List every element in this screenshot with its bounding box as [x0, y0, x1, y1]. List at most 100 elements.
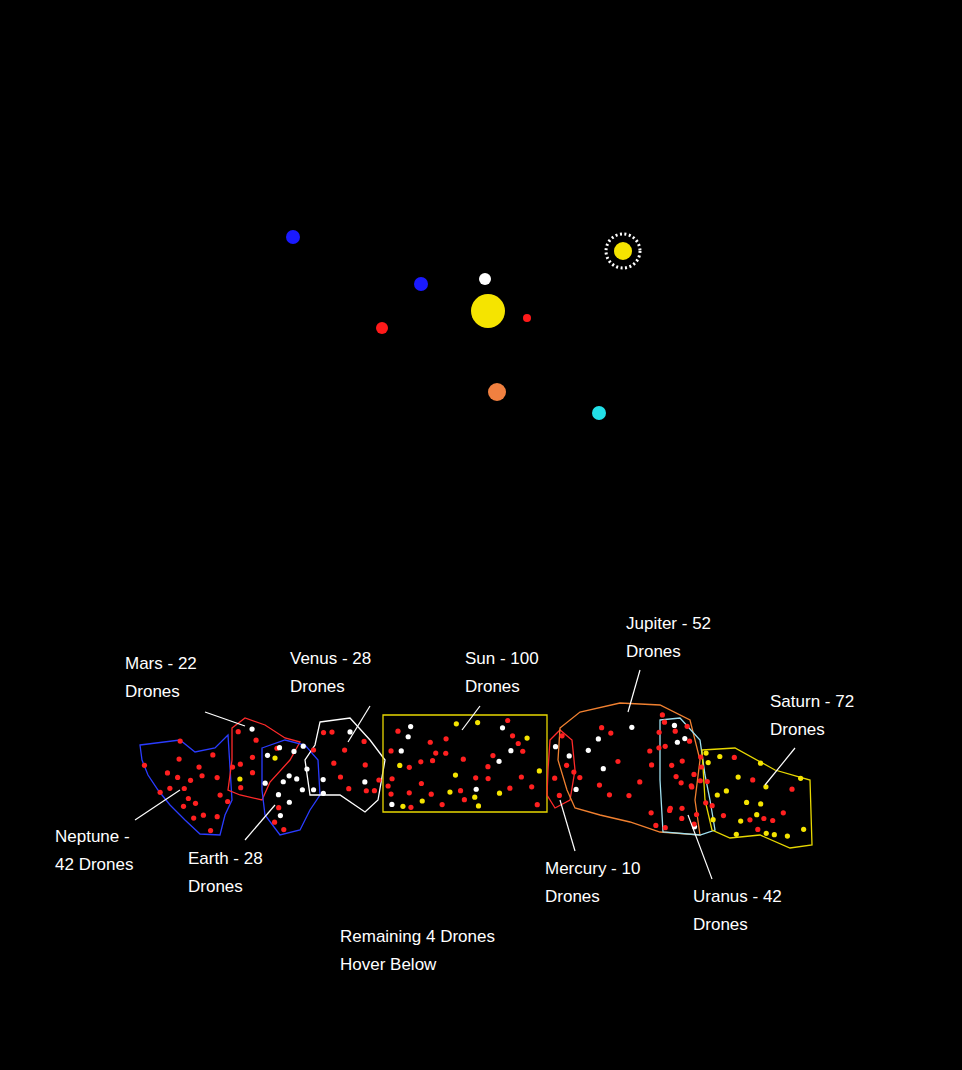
drone-dot [724, 788, 729, 793]
drone-dot [497, 791, 502, 796]
drone-dot [785, 834, 790, 839]
drone-dot [397, 763, 402, 768]
drone-dot [649, 762, 654, 767]
planet-dot [286, 230, 300, 244]
drone-dot [215, 775, 220, 780]
drone-dot [673, 774, 678, 779]
drone-dot [758, 801, 763, 806]
drone-dot [680, 758, 685, 763]
drone-dot [199, 773, 204, 778]
drone-dot [272, 756, 277, 761]
drone-dot [294, 776, 299, 781]
drone-dot [601, 766, 606, 771]
drone-dot [761, 816, 766, 821]
drone-dot [637, 779, 642, 784]
planet-dot [592, 406, 606, 420]
drone-dot [175, 775, 180, 780]
drone-dot [342, 747, 347, 752]
drone-dot [276, 805, 281, 810]
drone-dot [801, 827, 806, 832]
drone-dot [559, 733, 564, 738]
drone-dot [679, 780, 684, 785]
drone-dot [698, 754, 703, 759]
drone-dot [329, 729, 334, 734]
drone-dot [301, 744, 306, 749]
drone-dot [557, 793, 562, 798]
planet-dot [614, 242, 632, 260]
drone-dot [201, 813, 206, 818]
drone-dot [291, 749, 296, 754]
drone-dot [673, 729, 678, 734]
drone-dot [699, 764, 704, 769]
drone-dot [474, 787, 479, 792]
drone-dot [649, 810, 654, 815]
planet-dot [523, 314, 531, 322]
drone-dot [524, 735, 529, 740]
drone-dot [250, 755, 255, 760]
drone-dot [564, 763, 569, 768]
drone-dot [420, 798, 425, 803]
drone-dot [675, 740, 680, 745]
drone-dot [703, 751, 708, 756]
drone-dot [657, 730, 662, 735]
callout-label: Uranus - 42 Drones [693, 883, 803, 939]
drone-dot [388, 748, 393, 753]
drone-dot [710, 803, 715, 808]
leader-line [628, 670, 640, 712]
drone-dot [656, 745, 661, 750]
drone-dot [789, 787, 794, 792]
drone-dot [717, 754, 722, 759]
drone-dot [181, 804, 186, 809]
drone-dot [508, 748, 513, 753]
region-outline [383, 715, 547, 812]
drone-dot [770, 818, 775, 823]
drone-dot [191, 816, 196, 821]
drone-dot [682, 736, 687, 741]
formation-regions [140, 703, 812, 848]
drone-dot [473, 775, 478, 780]
drone-dot [505, 718, 510, 723]
drone-dot [691, 772, 696, 777]
drone-dot [662, 720, 667, 725]
callout-label: Earth - 28 Drones [188, 845, 288, 901]
drone-dot [586, 748, 591, 753]
drone-dot [428, 740, 433, 745]
region-outline [262, 740, 320, 835]
drone-dot [672, 723, 677, 728]
drone-dot [443, 736, 448, 741]
drone-dot [430, 758, 435, 763]
leader-line [245, 805, 275, 840]
region-outline [660, 718, 715, 835]
callout-label: Venus - 28 Drones [290, 645, 390, 701]
drone-dot [362, 779, 367, 784]
drone-dot [346, 786, 351, 791]
drone-dot [535, 802, 540, 807]
drone-dot [597, 782, 602, 787]
drone-dot [485, 764, 490, 769]
drone-dot [626, 793, 631, 798]
drone-dot [529, 784, 534, 789]
drone-dot [721, 813, 726, 818]
planet-dot [479, 273, 491, 285]
drone-dot [338, 774, 343, 779]
drone-dot [300, 787, 305, 792]
drone-dot [447, 789, 452, 794]
drone-dot [615, 759, 620, 764]
drone-dot [361, 739, 366, 744]
drone-dot [215, 814, 220, 819]
leader-line [560, 800, 575, 851]
region-outline [558, 703, 700, 835]
drone-dot [736, 775, 741, 780]
drone-dot [755, 827, 760, 832]
drone-dot [738, 818, 743, 823]
drone-dot [225, 799, 230, 804]
drone-dot [744, 800, 749, 805]
drone-dot [395, 729, 400, 734]
leader-line [205, 712, 245, 726]
drone-dot [263, 781, 268, 786]
drone-dot [764, 831, 769, 836]
drone-dot [781, 810, 786, 815]
planet-dot [376, 322, 388, 334]
region-outline [702, 748, 812, 848]
drone-dot [418, 759, 423, 764]
